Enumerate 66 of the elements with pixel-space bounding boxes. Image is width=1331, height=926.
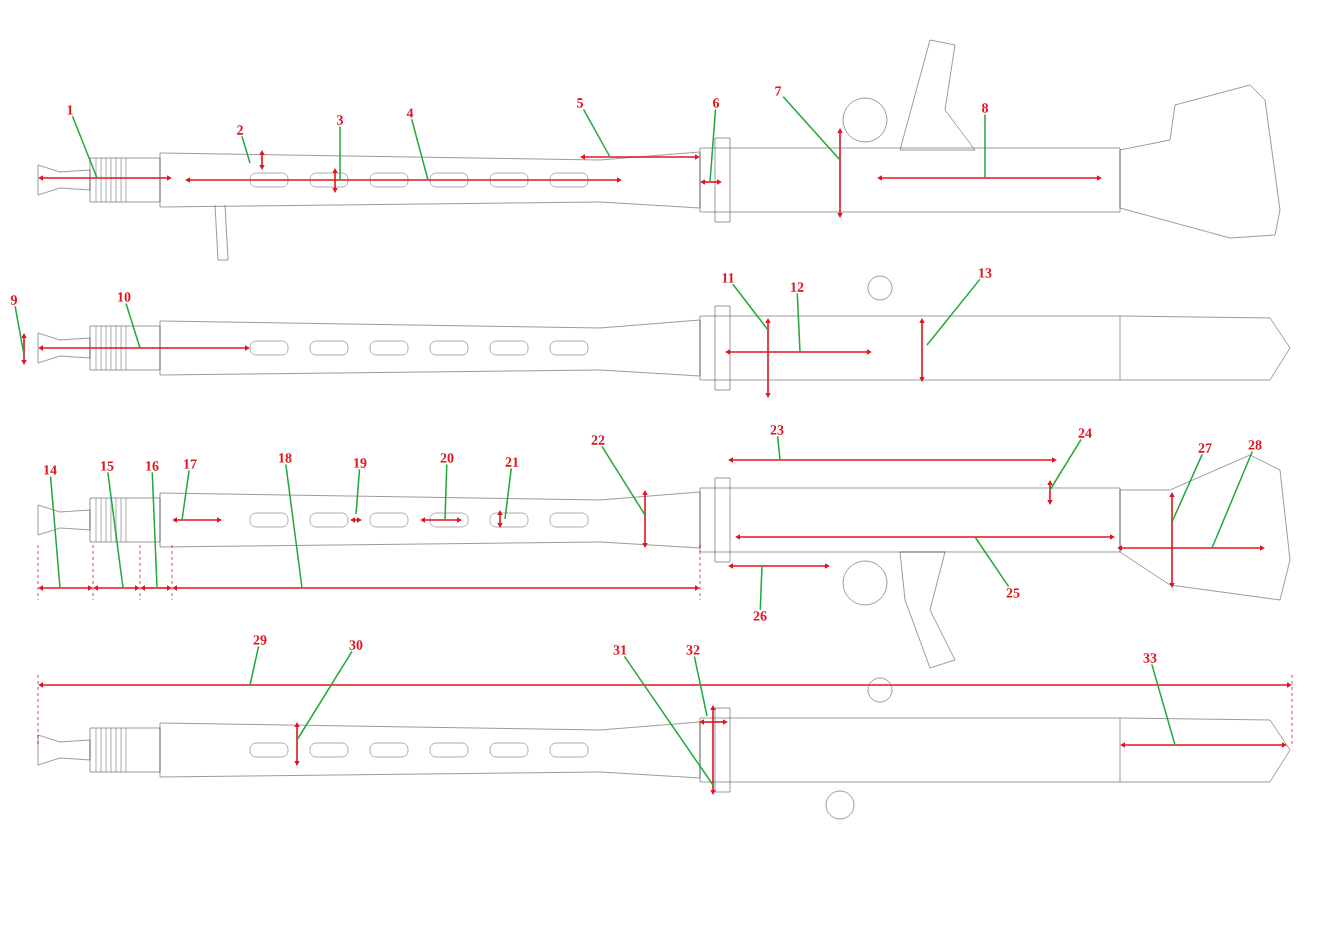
callout-number: 18 xyxy=(279,453,292,463)
callout-number: 4 xyxy=(406,108,414,118)
callout-number: 27 xyxy=(1198,443,1212,453)
leader-line xyxy=(984,113,986,179)
callout-number: 29 xyxy=(253,635,267,645)
callout-number: 9 xyxy=(10,295,17,305)
leader-line xyxy=(71,115,98,179)
callout-number: 22 xyxy=(591,435,605,445)
callout-number: 28 xyxy=(1248,440,1262,450)
leader-line xyxy=(444,463,448,521)
leader-line xyxy=(410,118,429,181)
callout-number: 14 xyxy=(44,465,57,475)
callout-number: 1 xyxy=(67,105,73,115)
callout-number: 21 xyxy=(505,457,519,467)
callout-number: 10 xyxy=(118,292,131,302)
callout-number: 6 xyxy=(713,98,720,108)
callout-number: 32 xyxy=(686,645,700,655)
leader-line xyxy=(14,305,25,356)
callout-number: 7 xyxy=(775,86,782,96)
callout-number: 16 xyxy=(146,461,159,471)
leader-line xyxy=(1211,450,1254,549)
callout-number: 19 xyxy=(354,458,367,468)
callout-number: 25 xyxy=(1006,588,1020,598)
leader-line xyxy=(181,469,190,521)
leader-line xyxy=(782,96,841,161)
callout-number: 31 xyxy=(613,645,627,655)
callout-number: 20 xyxy=(440,453,454,463)
leader-line xyxy=(693,655,708,717)
leader-line xyxy=(107,471,124,589)
leader-line xyxy=(1151,663,1176,746)
leader-line xyxy=(759,565,763,611)
leader-line xyxy=(974,536,1010,588)
leader-line xyxy=(151,471,158,589)
callout-number: 8 xyxy=(982,103,989,113)
callout-number: 26 xyxy=(753,611,767,621)
leader-line xyxy=(709,108,717,183)
leader-line xyxy=(125,302,141,349)
leader-line xyxy=(285,463,303,589)
callout-number: 30 xyxy=(349,640,363,650)
leader-line xyxy=(339,125,341,182)
leader-line xyxy=(623,655,714,786)
callout-number: 23 xyxy=(770,425,784,435)
callout-number: 2 xyxy=(237,125,243,135)
callout-number: 3 xyxy=(337,115,344,125)
leader-line xyxy=(776,435,781,461)
leader-line xyxy=(241,135,251,164)
leader-line xyxy=(601,445,646,516)
leader-line xyxy=(732,283,769,331)
callout-number: 33 xyxy=(1143,653,1157,663)
callout-number: 24 xyxy=(1078,428,1092,438)
callout-number: 15 xyxy=(101,461,114,471)
leader-line xyxy=(582,108,611,158)
callout-number: 17 xyxy=(184,459,197,469)
leader-line xyxy=(296,650,353,741)
callout-number: 5 xyxy=(577,98,583,108)
callout-number: 11 xyxy=(722,273,734,283)
leader-line xyxy=(1171,453,1203,523)
callout-number: 13 xyxy=(979,268,992,278)
callout-number: 12 xyxy=(791,282,804,292)
leader-line xyxy=(926,278,981,346)
leader-line xyxy=(355,468,361,515)
leader-line xyxy=(504,467,512,520)
leader-line xyxy=(49,475,61,589)
leader-line xyxy=(1049,438,1082,491)
leader-line xyxy=(796,292,801,353)
leader-line xyxy=(249,645,260,686)
